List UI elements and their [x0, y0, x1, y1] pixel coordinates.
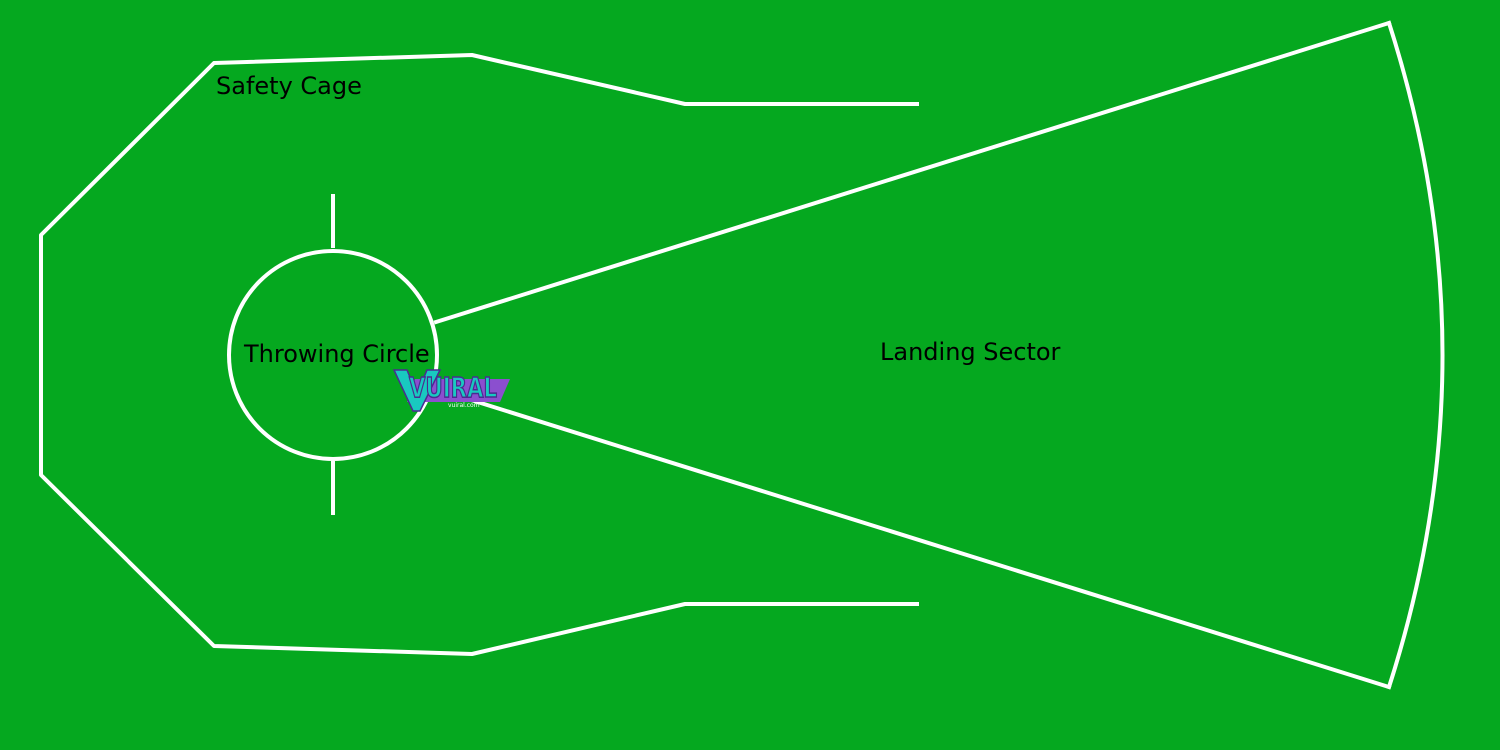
watermark-v-shape	[392, 369, 442, 412]
throwing-circle-label: Throwing Circle	[243, 340, 430, 368]
throwing-circle-outline	[227, 249, 439, 461]
safety-cage-label: Safety Cage	[216, 72, 362, 100]
landing-sector-lower-line	[433, 386, 1392, 690]
vuiral-watermark-logo: VUIRAL vuiral.com	[392, 369, 510, 412]
watermark-brand-text: VUIRAL	[409, 371, 497, 404]
watermark-url-text: vuiral.com	[448, 402, 480, 409]
landing-sector-upper-line	[433, 20, 1392, 325]
safety-cage-outline	[39, 53, 919, 656]
landing-sector-label: Landing Sector	[880, 338, 1061, 366]
landing-sector-arc	[1386, 20, 1445, 690]
